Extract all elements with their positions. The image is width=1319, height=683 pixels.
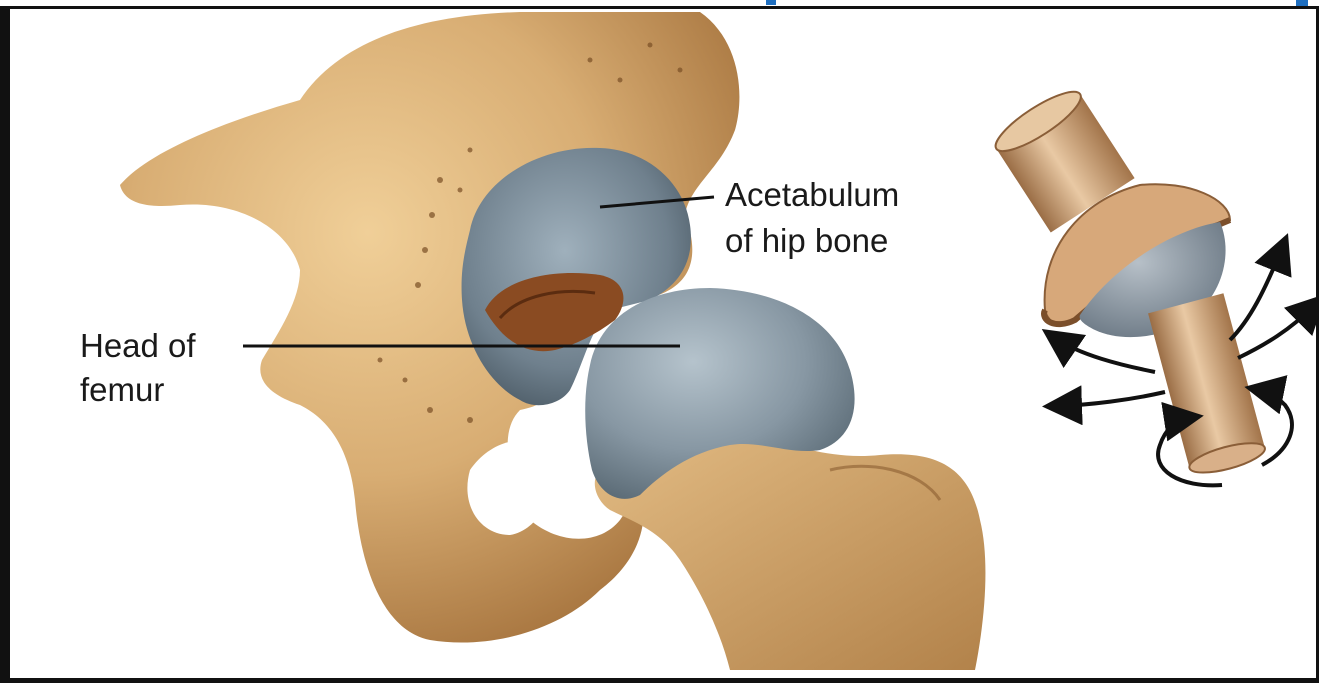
acetabulum-label-line1: Acetabulum (725, 175, 899, 215)
acetabulum-label-line2: of hip bone (725, 221, 888, 261)
head-of-femur-label-line1: Head of (80, 326, 196, 366)
head-of-femur-label-line2: femur (80, 370, 164, 410)
ball-and-socket-model-icon (989, 82, 1315, 485)
